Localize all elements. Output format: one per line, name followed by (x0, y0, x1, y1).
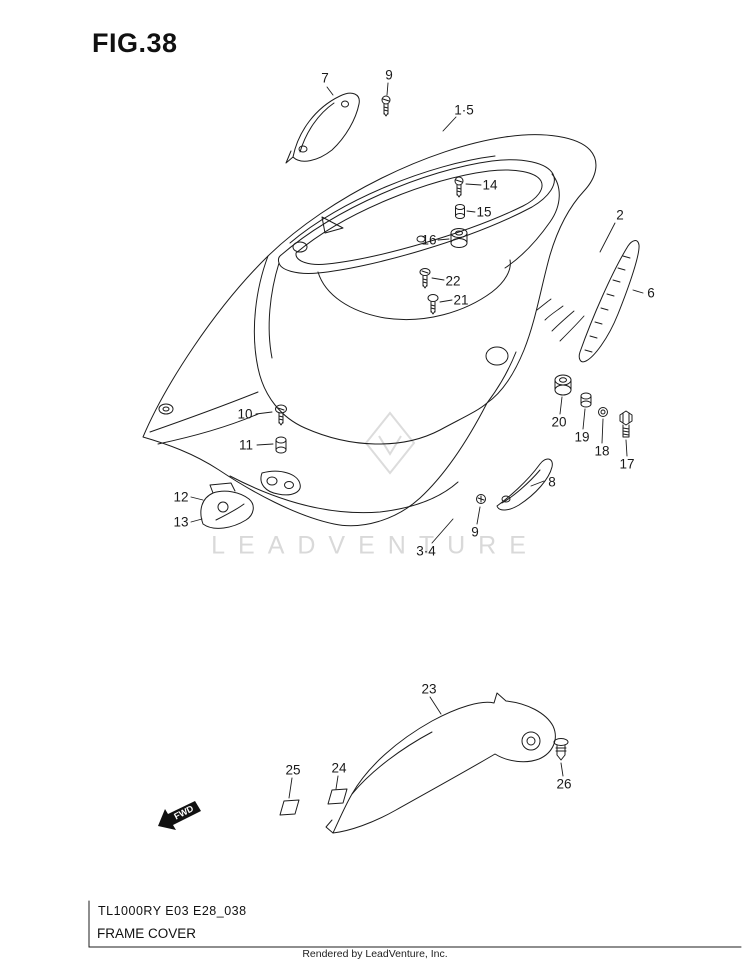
part-callout-22: 22 (445, 273, 461, 289)
part-callout-16: 16 (421, 232, 437, 248)
watermark-logo-icon (364, 411, 416, 475)
bracket-part-8 (496, 458, 553, 511)
side-cover-part-23 (325, 692, 556, 834)
model-code: TL1000RY E03 E28_038 (98, 904, 247, 918)
trim-strip-part-6 (578, 240, 640, 363)
screw-part-9-upper (381, 95, 391, 117)
part-callout-3-4: 3·4 (416, 543, 436, 559)
bracket-part-12-13 (200, 482, 254, 529)
spacer-part-11 (275, 436, 287, 454)
decal-marks (536, 298, 585, 342)
part-callout-11: 11 (238, 437, 254, 453)
spacer-part-19 (580, 392, 592, 408)
grommet-part-20 (554, 374, 572, 396)
leader-lines (190, 82, 644, 799)
part-callout-26: 26 (556, 776, 572, 792)
part-callout-23: 23 (421, 681, 437, 697)
grommet-part-16 (450, 228, 468, 248)
part-callout-24: 24 (331, 760, 347, 776)
part-callout-18: 18 (594, 443, 610, 459)
part-callout-12: 12 (173, 489, 189, 505)
fastener-part-26 (553, 738, 569, 761)
rendered-by-credit: Rendered by LeadVenture, Inc. (302, 948, 448, 960)
screw-part-22 (419, 268, 431, 289)
bolt-part-17 (619, 410, 633, 438)
part-callout-13: 13 (173, 514, 189, 530)
screw-part-14 (454, 176, 464, 198)
part-callout-9-upper: 9 (385, 67, 393, 83)
sticker-part-24 (327, 788, 348, 805)
washer-part-18 (598, 407, 608, 417)
screw-part-10 (275, 404, 287, 426)
part-callout-15: 15 (476, 204, 492, 220)
part-callout-6: 6 (647, 285, 655, 301)
part-callout-8: 8 (548, 474, 556, 490)
bracket-part-7 (285, 92, 360, 164)
part-callout-17: 17 (619, 456, 635, 472)
footer-rules (88, 900, 742, 948)
part-callout-25: 25 (285, 762, 301, 778)
watermark-text: LEADVENTURE (211, 531, 539, 560)
fwd-arrow-icon: FWD (158, 801, 201, 830)
part-callout-20: 20 (551, 414, 567, 430)
part-callout-19: 19 (574, 429, 590, 445)
mount-tab (260, 470, 301, 496)
screw-part-9-lower (476, 494, 486, 504)
part-callout-14: 14 (482, 177, 498, 193)
part-callout-21: 21 (453, 292, 469, 308)
seat-cowl-outline (142, 134, 597, 527)
part-callout-1-5: 1·5 (454, 102, 474, 118)
sticker-part-25 (279, 799, 300, 816)
screw-part-21 (427, 294, 439, 315)
figure-title: FIG.38 (92, 28, 178, 58)
part-callout-7: 7 (321, 70, 329, 86)
spacer-part-15 (455, 204, 465, 219)
part-callout-9-lower: 9 (471, 524, 479, 540)
part-callout-2: 2 (616, 207, 624, 223)
part-callout-10: 10 (237, 406, 253, 422)
figure-name: FRAME COVER (97, 926, 197, 941)
